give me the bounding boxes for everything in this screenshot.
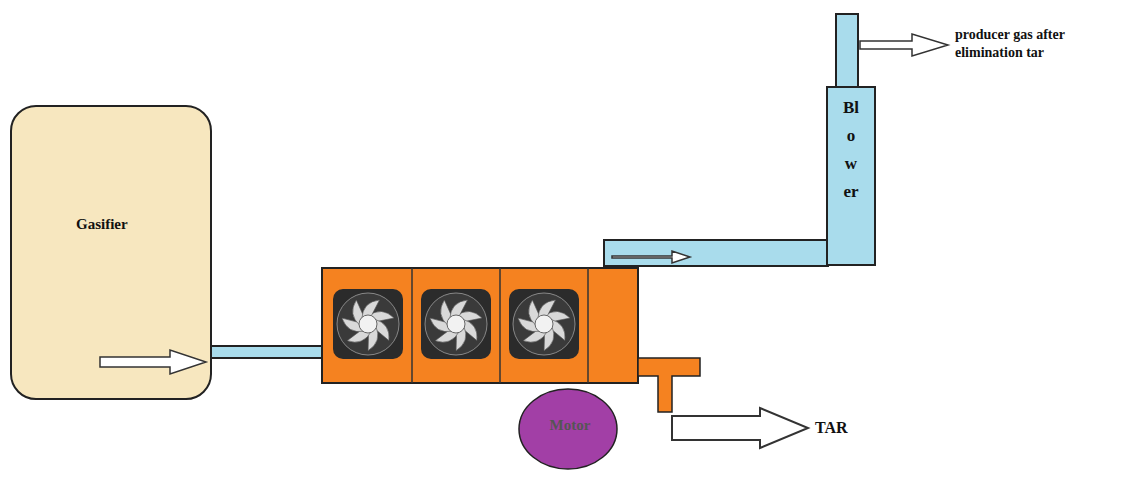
- tar-label: TAR: [815, 418, 895, 438]
- gasifier-outflow-arrow: [100, 350, 206, 374]
- gas-pipe: [604, 240, 828, 266]
- node-label: Blower: [843, 94, 860, 206]
- housing-dividers: [412, 268, 588, 383]
- blower-unit: Blower: [826, 86, 876, 266]
- node-label: Gasifier: [76, 215, 210, 233]
- outlet-arrow: [860, 34, 948, 56]
- flow-arrow: [612, 251, 690, 263]
- tar-arrow: [672, 408, 808, 448]
- separator-housing: [322, 268, 638, 383]
- outlet-stack: [836, 14, 858, 88]
- node-label: Motor: [518, 416, 622, 434]
- fan-symbol: [509, 289, 579, 359]
- gasifier-vessel: Gasifier: [10, 105, 212, 400]
- fan-symbol: [333, 289, 403, 359]
- motor-ellipse: Motor: [518, 388, 622, 470]
- fan-symbol: [421, 289, 491, 359]
- inlet-pipe: [208, 346, 324, 358]
- outlet-gas-label: producer gas after elimination tar: [955, 26, 1123, 61]
- fan-group: [333, 289, 579, 359]
- tar-outlet: [638, 358, 700, 412]
